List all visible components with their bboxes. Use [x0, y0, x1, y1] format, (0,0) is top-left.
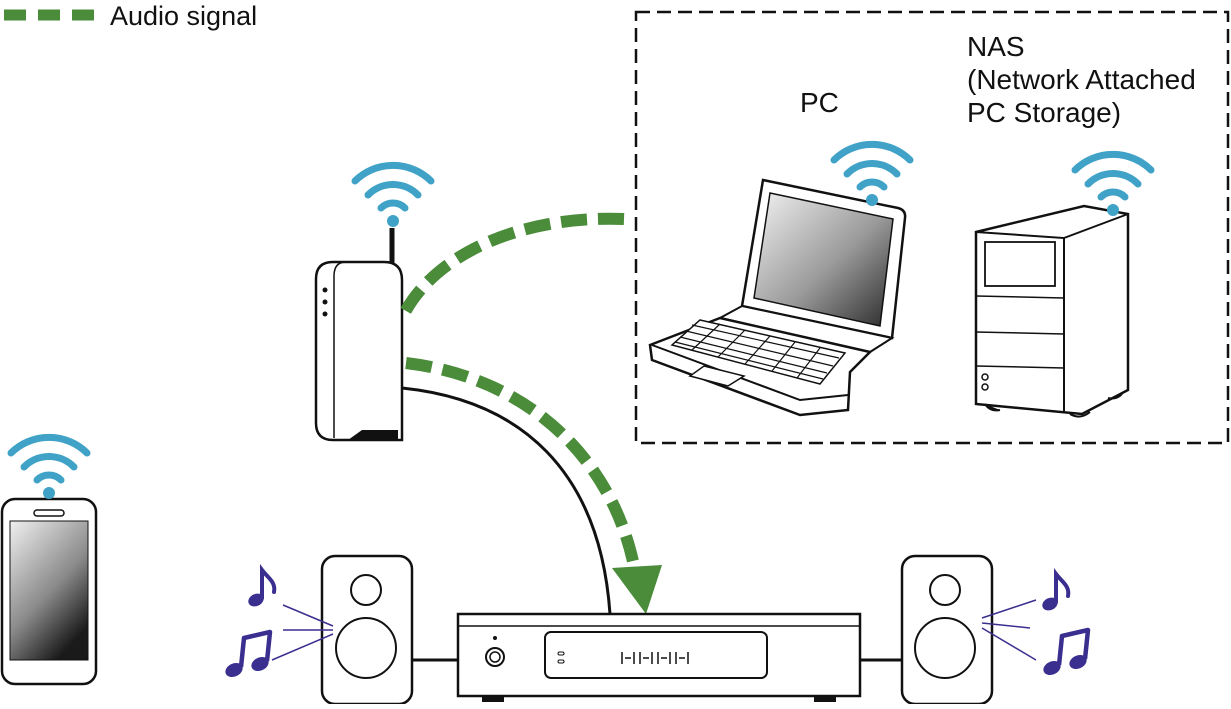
music-note-icon	[223, 632, 271, 680]
network-player-icon	[456, 612, 862, 702]
nas-label: NAS (Network Attached PC Storage)	[967, 30, 1196, 129]
nas-label-line: NAS	[967, 31, 1025, 62]
pc-label: PC	[800, 87, 839, 118]
wifi-icon	[355, 165, 431, 227]
audio-signal-path-pc-to-router	[396, 212, 625, 321]
laptop-icon	[648, 178, 907, 417]
audio-signal-path-router-to-player	[405, 357, 640, 568]
wifi-icon	[11, 437, 87, 499]
music-note-icon	[244, 568, 277, 611]
legend-label: Audio signal	[110, 1, 258, 31]
network-area-box	[634, 10, 1230, 445]
router-icon	[314, 228, 404, 442]
music-note-icon	[1041, 630, 1089, 678]
ethernet-cable	[401, 386, 612, 615]
nas-icon	[974, 204, 1130, 418]
nas-label-line: (Network Attached	[967, 64, 1196, 95]
smartphone-icon	[0, 497, 98, 686]
speaker-icon	[900, 554, 994, 706]
speaker-icon	[320, 554, 414, 706]
music-note-icon	[1038, 572, 1071, 615]
audio-signal-arrowhead	[612, 565, 662, 614]
sound-lines-right	[981, 599, 1037, 661]
sound-lines-left	[271, 604, 334, 661]
nas-label-line: PC Storage)	[967, 97, 1122, 128]
